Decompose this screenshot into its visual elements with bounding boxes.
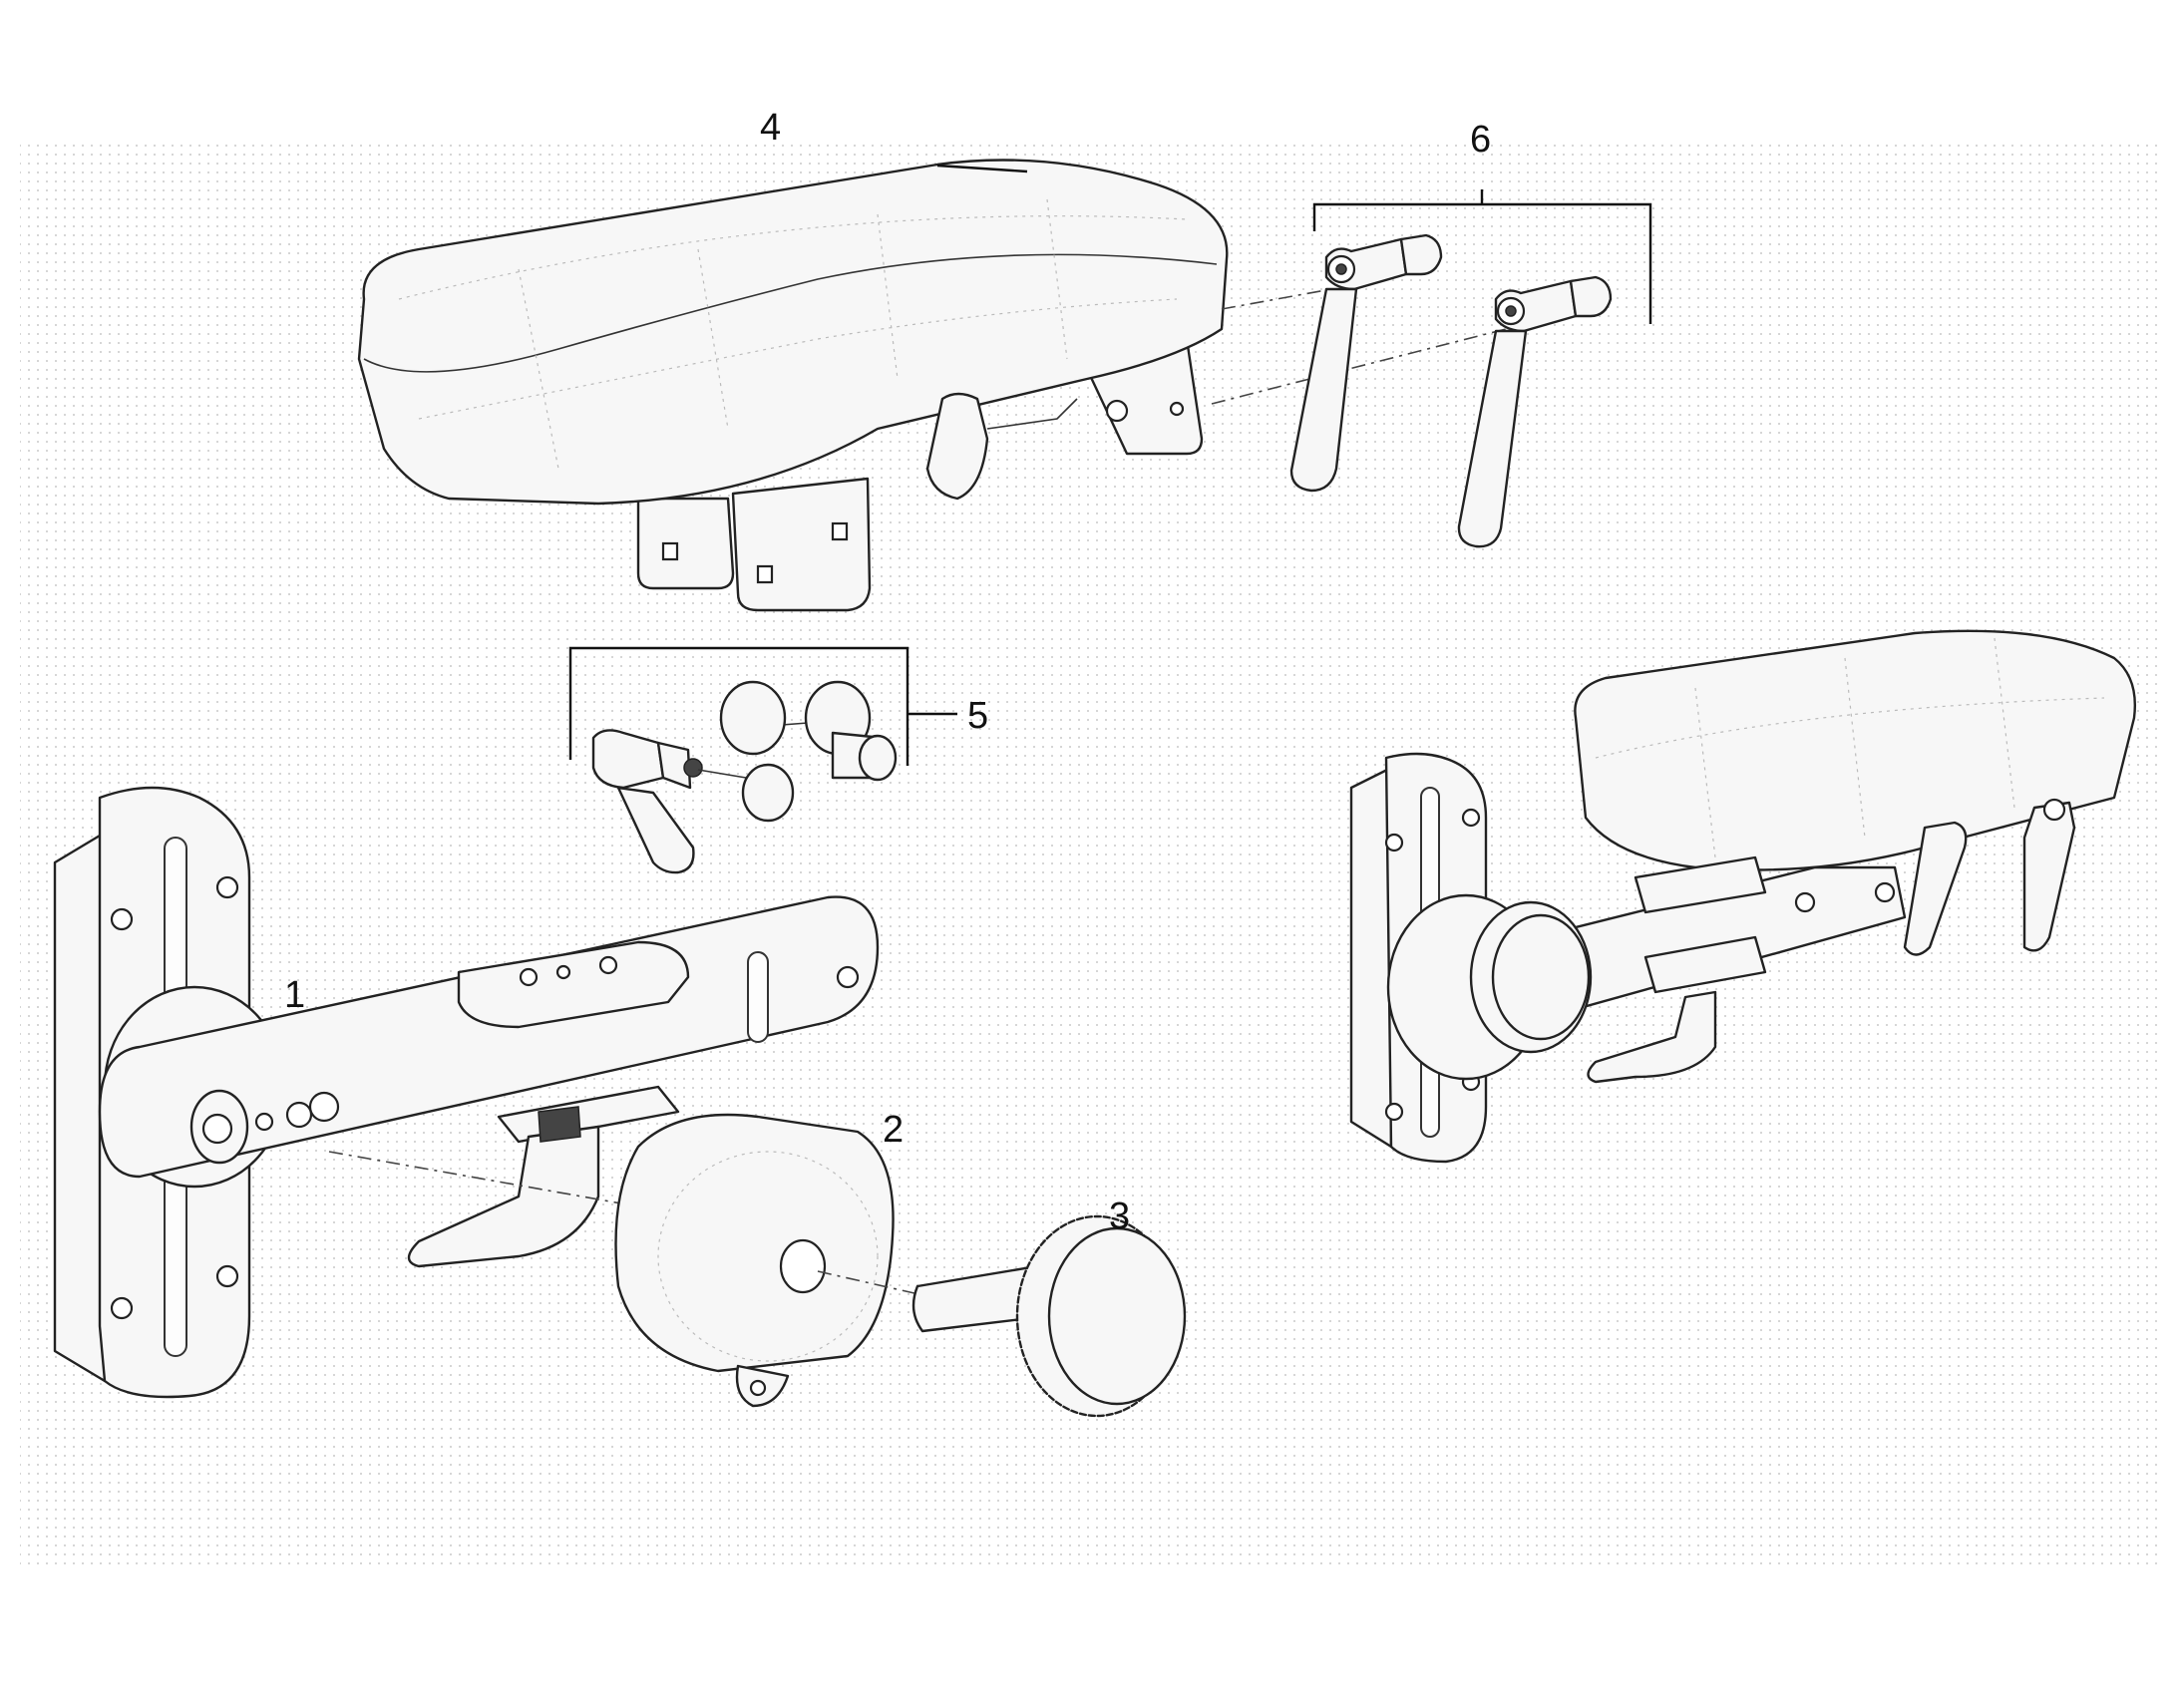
alignment-line-6b xyxy=(1211,328,1507,405)
callout-4: 4 xyxy=(760,107,781,149)
assembled-armrest-view xyxy=(1349,629,2136,1164)
lever-and-bolt-kit-part xyxy=(591,680,898,874)
clamping-lever-right xyxy=(1457,275,1613,548)
callout-5: 5 xyxy=(967,695,988,737)
bracket-6 xyxy=(1312,189,1652,324)
bracket-5 xyxy=(568,646,957,766)
callout-2: 2 xyxy=(883,1109,904,1151)
alignment-line-6a xyxy=(1221,288,1332,310)
alignment-line-2 xyxy=(817,1270,928,1297)
knurled-knob-screw-part xyxy=(911,1214,1187,1418)
alignment-line-1 xyxy=(328,1151,639,1207)
callout-1: 1 xyxy=(284,974,305,1016)
callout-3: 3 xyxy=(1109,1196,1130,1237)
armrest-pad-part xyxy=(357,159,1229,612)
clamping-lever-left xyxy=(1289,233,1443,493)
leader-line-4 xyxy=(936,164,1028,173)
arm-bracket-assembly-part xyxy=(53,786,880,1399)
round-clamp-housing-part xyxy=(614,1113,895,1408)
callout-6: 6 xyxy=(1470,119,1491,161)
